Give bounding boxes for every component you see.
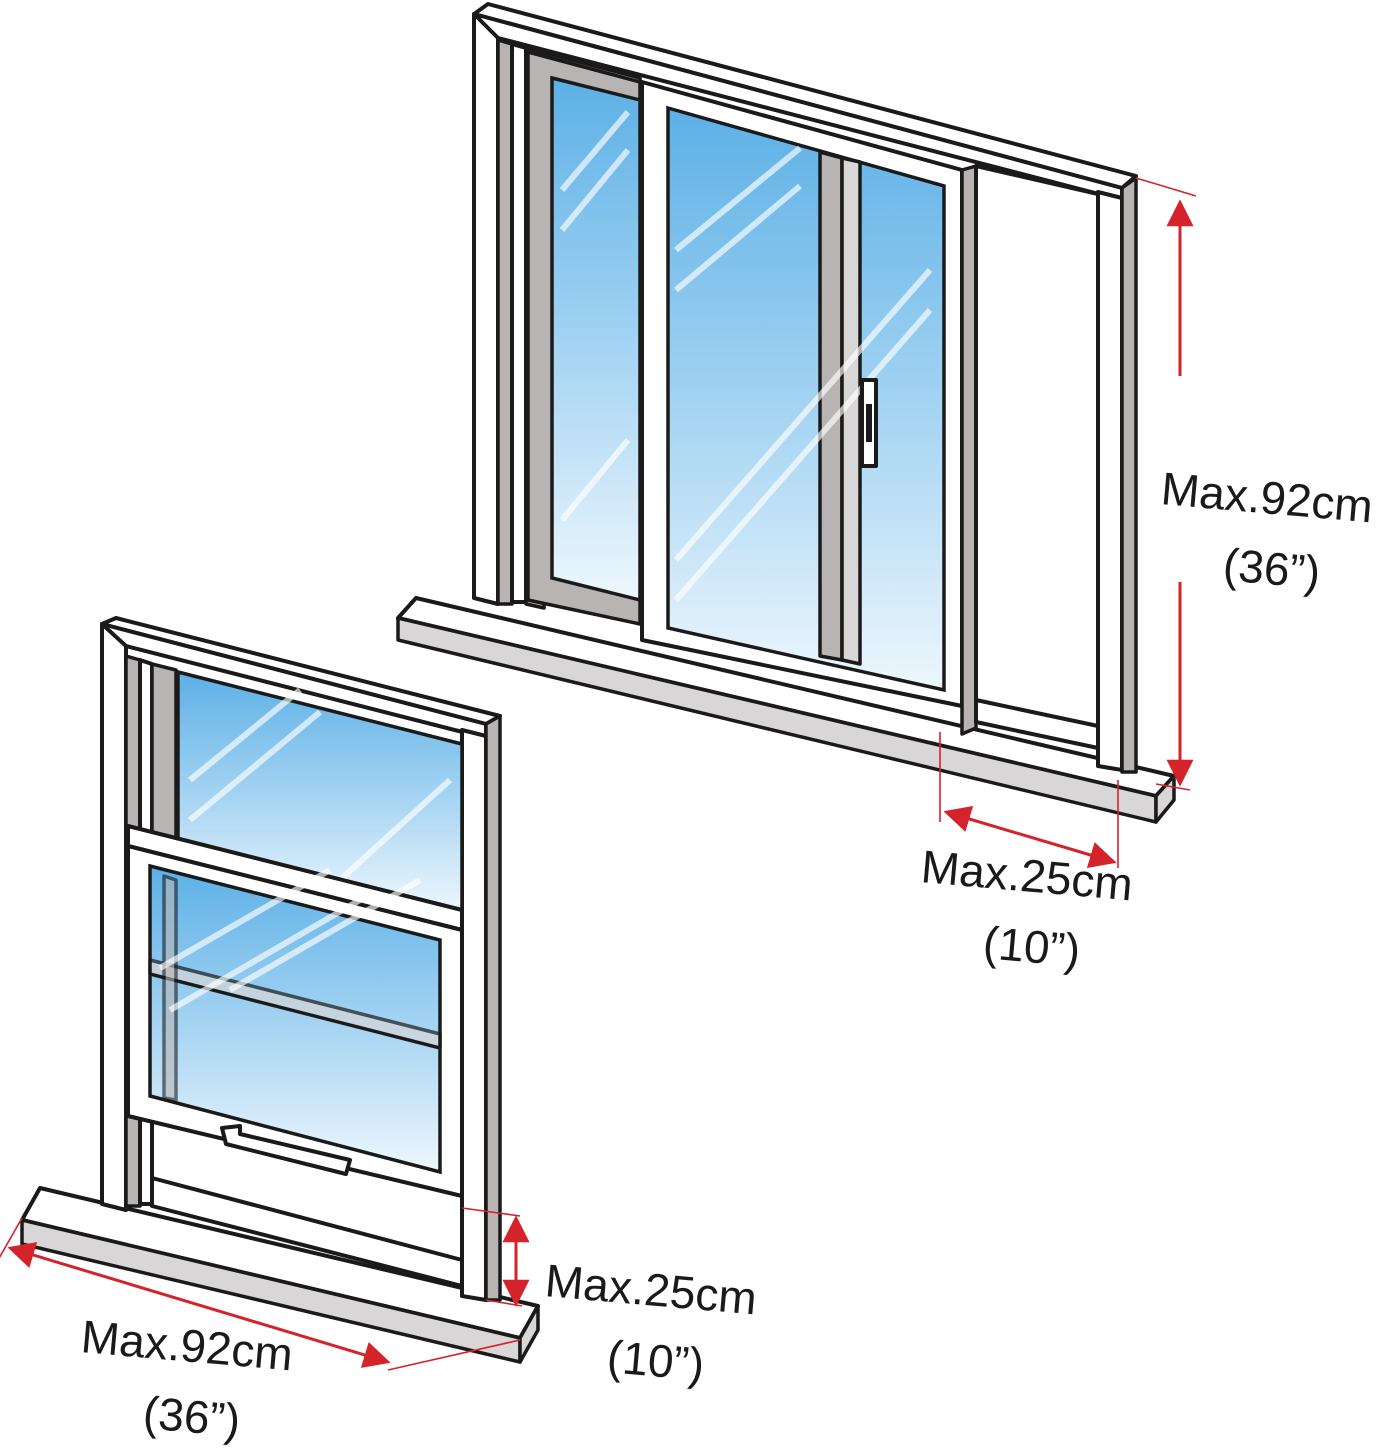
dimension-arrow-icon bbox=[0, 1217, 521, 1371]
sliding-height-label: Max.92cm bbox=[1159, 462, 1375, 532]
hung-width-imperial-label: (36”) bbox=[141, 1386, 242, 1446]
sliding-window-icon bbox=[396, 2, 1176, 824]
double-hung-window-icon bbox=[20, 616, 540, 1364]
sliding-width-label: Max.25cm bbox=[919, 840, 1135, 910]
dimension-arrow-icon bbox=[939, 732, 1119, 869]
dimension-arrow-icon bbox=[461, 1207, 530, 1307]
hung-height-label: Max.25cm bbox=[543, 1254, 759, 1324]
sliding-width-imperial-label: (10”) bbox=[981, 916, 1082, 976]
sliding-height-imperial-label: (36”) bbox=[1221, 538, 1322, 598]
hung-width-label: Max.92cm bbox=[79, 1310, 295, 1380]
dimension-arrow-icon bbox=[1135, 177, 1197, 791]
hung-height-imperial-label: (10”) bbox=[605, 1330, 706, 1390]
